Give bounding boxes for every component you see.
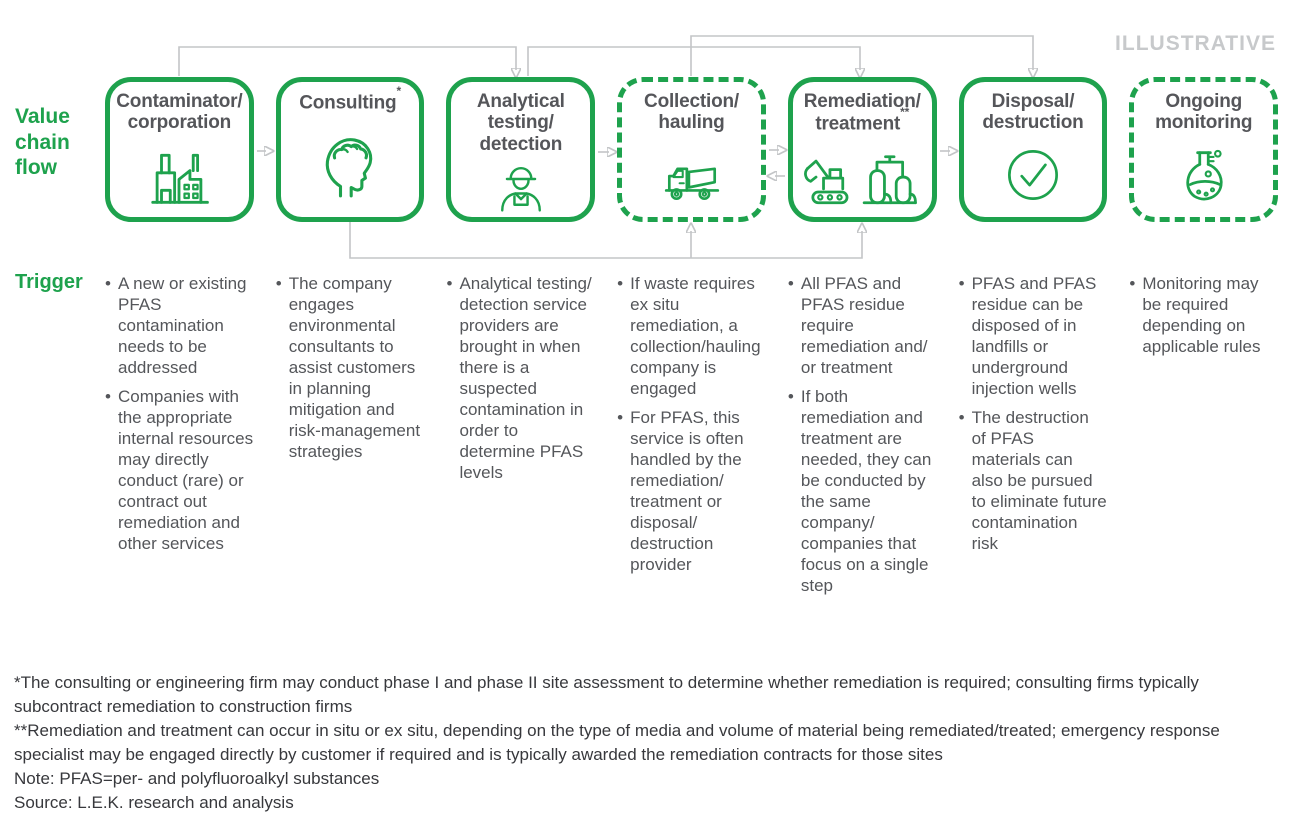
trigger-bullet: The company engages environmental consul… — [276, 273, 425, 462]
trigger-bullet: For PFAS, this service is often handled … — [617, 407, 766, 575]
step-box-ongoing-monitoring: Ongoing monitoring — [1129, 77, 1279, 222]
trigger-bullet: All PFAS and PFAS residue require remedi… — [788, 273, 937, 378]
step-box-disposal-destruction: Disposal/ destruction — [958, 77, 1108, 222]
worker-icon — [489, 155, 553, 217]
trigger-label: Trigger — [15, 271, 83, 293]
step-box-contaminator-corporation: Contaminator/ corporation — [105, 77, 254, 222]
step-title: Remediation/ treatment** — [803, 91, 921, 135]
step-title: Consulting* — [299, 84, 401, 114]
head-brain-icon — [312, 114, 388, 217]
connector-analytical-to-remediation — [527, 46, 860, 76]
trigger-column-monitoring: Monitoring may be required depending on … — [1129, 273, 1278, 604]
footnote-remediation: **Remediation and treatment can occur in… — [14, 721, 1220, 764]
footnote-source: Source: L.E.K. research and analysis — [14, 793, 294, 812]
trigger-bullet: A new or existing PFAS contamination nee… — [105, 273, 254, 378]
trigger-row: A new or existing PFAS contamination nee… — [105, 273, 1278, 604]
trigger-bullet: Analytical testing/​detection service pr… — [446, 273, 595, 483]
value-chain-flow-label: Value chain flow — [15, 105, 70, 180]
footnotes: *The consulting or engineering firm may … — [14, 671, 1262, 815]
footnote-consulting: *The consulting or engineering firm may … — [14, 673, 1199, 716]
step-title: Ongoing monitoring — [1155, 91, 1253, 134]
trigger-bullet: Monitoring may be required depending on … — [1129, 273, 1278, 357]
step-box-remediation-treatment: Remediation/ treatment** — [787, 77, 937, 222]
step-box-collection-hauling: Collection/ hauling — [617, 77, 766, 222]
trigger-column-contaminator: A new or existing PFAS contamination nee… — [105, 273, 254, 604]
flask-icon — [1170, 134, 1238, 217]
trigger-column-collection: If waste requires ex situ remediation, a… — [617, 273, 766, 604]
factory-icon — [143, 134, 215, 217]
check-circle-icon — [997, 134, 1069, 217]
connector-collection-to-disposal — [690, 35, 1033, 76]
illustrative-tag: ILLUSTRATIVE — [1115, 32, 1276, 55]
trigger-bullet: PFAS and PFAS residue can be disposed of… — [959, 273, 1108, 399]
step-title: Analytical testing/ detection — [476, 91, 565, 155]
footnote-pfas-definition: Note: PFAS=per- and polyfluoroalkyl subs… — [14, 769, 380, 788]
connector-consulting-to-collection-remediation — [349, 222, 862, 259]
trigger-bullet: If waste requires ex situ remediation, a… — [617, 273, 766, 399]
trigger-bullet: Companies with the appropriate internal … — [105, 386, 254, 554]
step-box-consulting: Consulting* — [275, 77, 425, 222]
value-chain-row: Contaminator/ corporation Consulting* — [105, 77, 1279, 222]
trigger-column-analytical: Analytical testing/​detection service pr… — [446, 273, 595, 604]
step-title: Disposal/ destruction — [982, 91, 1084, 134]
step-box-analytical-testing: Analytical testing/ detection — [446, 77, 596, 222]
trigger-bullet: The destruction of PFAS materials can al… — [959, 407, 1108, 554]
trigger-column-remediation: All PFAS and PFAS residue require remedi… — [788, 273, 937, 604]
excavator-plant-icon — [800, 135, 924, 217]
trigger-column-consulting: The company engages environmental consul… — [276, 273, 425, 604]
trigger-column-disposal: PFAS and PFAS residue can be disposed of… — [959, 273, 1108, 604]
step-title: Collection/ hauling — [644, 91, 739, 134]
connector-contaminator-to-analytical — [178, 46, 516, 76]
trigger-bullet: If both remediation and treatment are ne… — [788, 386, 937, 596]
step-title: Contaminator/ corporation — [116, 91, 243, 134]
dump-truck-icon — [652, 134, 732, 217]
